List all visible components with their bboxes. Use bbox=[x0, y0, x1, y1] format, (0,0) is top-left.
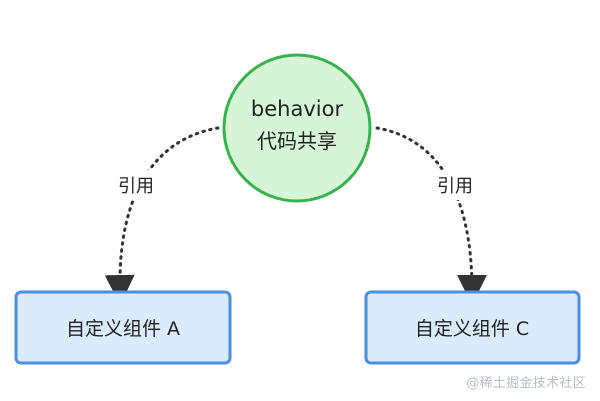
component-c-node: 自定义组件 C bbox=[364, 290, 581, 365]
component-c-label: 自定义组件 C bbox=[415, 318, 529, 340]
behavior-node: behavior 代码共享 bbox=[222, 53, 372, 203]
edge-label-right: 引用 bbox=[437, 176, 473, 197]
edge-right-arrow bbox=[375, 126, 487, 305]
component-c-box bbox=[364, 290, 581, 365]
component-a-box bbox=[14, 290, 232, 365]
edge-label-left: 引用 bbox=[118, 176, 154, 197]
edge-left-arrow bbox=[104, 126, 220, 305]
watermark-text: @稀土掘金技术社区 bbox=[466, 376, 586, 391]
behavior-node-subtitle: 代码共享 bbox=[257, 129, 337, 153]
component-a-label: 自定义组件 A bbox=[66, 318, 180, 340]
behavior-node-circle bbox=[222, 53, 372, 203]
behavior-node-title: behavior bbox=[251, 97, 344, 121]
edge-label-right-bg bbox=[432, 170, 478, 200]
component-a-node: 自定义组件 A bbox=[14, 290, 232, 365]
edge-label-left-bg bbox=[113, 170, 159, 200]
